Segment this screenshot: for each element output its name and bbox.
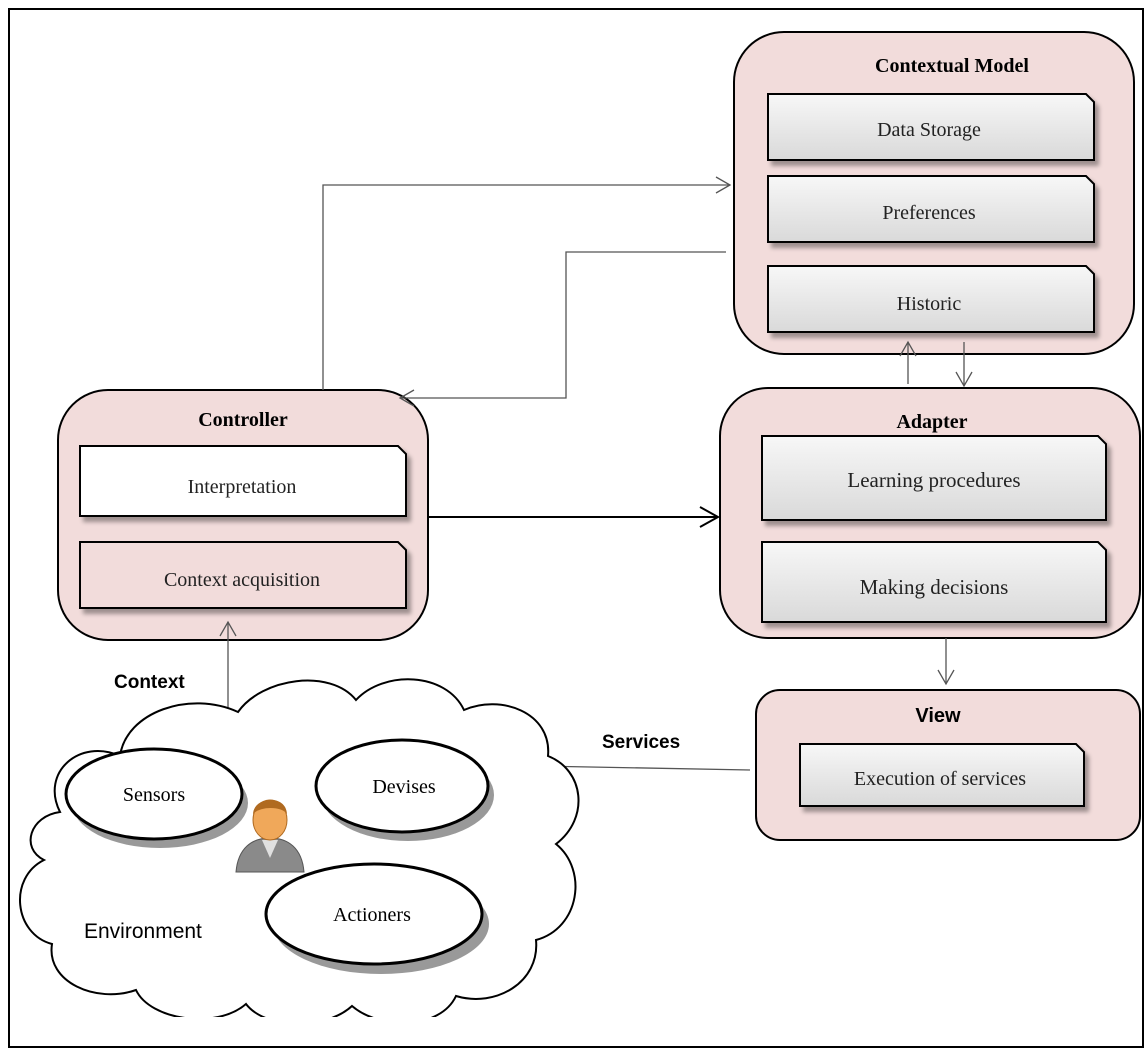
- controller-to-adapter-connector: [428, 506, 721, 528]
- controller-panel: Controller Interpretation Context acquis…: [57, 389, 429, 641]
- controller-to-adapter-arrowhead: [699, 506, 721, 528]
- context-acquisition-box: [79, 541, 407, 609]
- contextual-model-title: Contextual Model: [875, 55, 1029, 77]
- context-label: Context: [114, 672, 185, 693]
- user-icon: [235, 799, 305, 873]
- data-storage-label: Data Storage: [877, 119, 981, 141]
- context-acquisition-label: Context acquisition: [164, 569, 320, 591]
- model-to-controller-arrowhead: [398, 389, 415, 407]
- environment-label: Environment: [84, 920, 202, 943]
- historic-box: [767, 265, 1095, 333]
- environment-cloud: Environment: [19, 678, 580, 1017]
- context-arrowhead: [219, 620, 237, 637]
- actioners-ellipse: [264, 862, 489, 974]
- adapter-panel: Adapter Learning procedures Making decis…: [719, 387, 1141, 639]
- model-to-controller-arrow: [400, 251, 726, 399]
- view-title: View: [915, 705, 961, 727]
- preferences-box: [767, 175, 1095, 243]
- adapter-to-view-arrowhead: [937, 669, 955, 686]
- adapter-to-historic-arrowhead: [899, 340, 917, 357]
- controller-to-model-arrow: [322, 184, 730, 390]
- devises-label: Devises: [372, 776, 436, 798]
- data-storage-box: [767, 93, 1095, 161]
- making-decisions-box: [761, 541, 1107, 623]
- execution-of-services-label: Execution of services: [854, 768, 1026, 790]
- interpretation-label: Interpretation: [188, 476, 297, 498]
- view-panel: View Execution of services: [755, 689, 1141, 841]
- services-label: Services: [602, 732, 680, 753]
- making-decisions-label: Making decisions: [860, 575, 1009, 599]
- historic-label: Historic: [897, 293, 962, 315]
- controller-title: Controller: [198, 409, 288, 431]
- contextual-model-panel: Contextual Model Data Storage Preference…: [733, 31, 1135, 355]
- execution-of-services-box: [799, 743, 1085, 807]
- interpretation-box: [79, 445, 407, 517]
- architecture-diagram: Contextual Model Data Storage Preference…: [19, 31, 1141, 1017]
- adapter-title: Adapter: [896, 411, 967, 433]
- controller-to-model-arrowhead: [715, 176, 732, 194]
- services-arrow: [537, 765, 751, 771]
- sensors-label: Sensors: [123, 784, 185, 806]
- actioners-label: Actioners: [333, 904, 411, 926]
- historic-to-adapter-arrowhead: [955, 371, 973, 388]
- devises-ellipse: [314, 738, 494, 841]
- learning-procedures-box: [761, 435, 1107, 521]
- sensors-ellipse: [64, 747, 248, 848]
- preferences-label: Preferences: [882, 202, 975, 224]
- learning-procedures-label: Learning procedures: [847, 468, 1020, 492]
